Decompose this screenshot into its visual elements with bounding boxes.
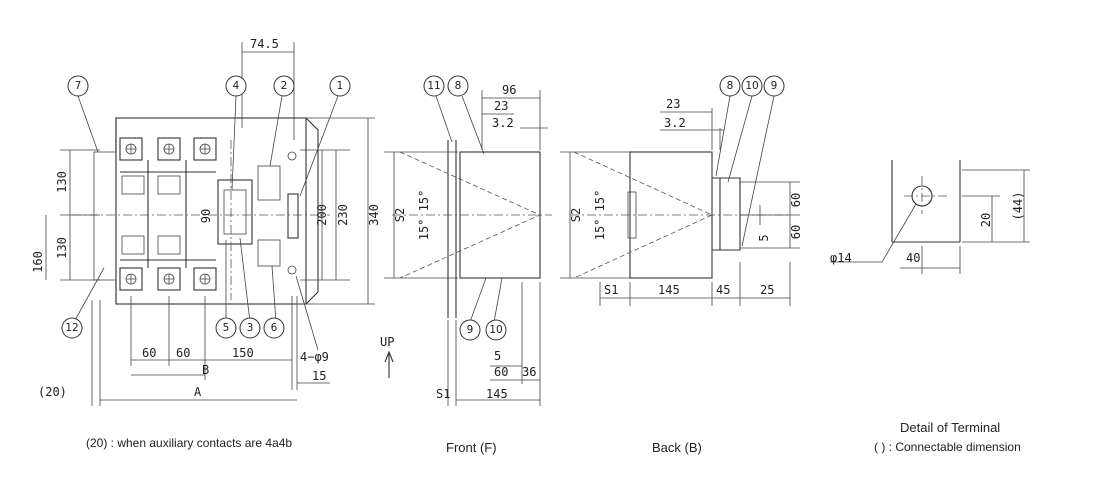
dim-60-b: 60 (176, 346, 190, 360)
dim-25: 25 (760, 283, 774, 297)
bottom-terminals (119, 267, 217, 291)
up-arrow-icon (384, 350, 394, 378)
dim-S1-back: S1 (604, 283, 618, 297)
balloon-2: 2 (281, 80, 288, 92)
caption-terminal-title: Detail of Terminal (900, 420, 1001, 435)
dim-left-lines (45, 149, 100, 281)
dim-74-5: 74.5 (250, 37, 279, 51)
dim-230: 230 (336, 204, 350, 226)
aux-contact-block (93, 151, 117, 281)
rating-plate-bottom (257, 239, 281, 267)
balloon-9-front: 9 (467, 324, 474, 336)
up-label: UP (380, 335, 394, 349)
balloon-8-front: 8 (455, 80, 462, 92)
dim-B: B (202, 363, 209, 377)
side-f-balloons: 11 8 9 10 (423, 75, 507, 341)
terminal-bottom-dims (830, 203, 961, 274)
dim-angle-back: 15° 15° (593, 190, 607, 241)
caption-front-f: Front (F) (446, 440, 497, 455)
front-balloons: 7 4 2 1 12 5 3 6 (61, 75, 351, 339)
dim-340: 340 (367, 204, 381, 226)
balloon-12: 12 (65, 322, 78, 334)
din-rail-slot (287, 193, 299, 239)
dim-23-front: 23 (494, 99, 508, 113)
dim-200: 200 (315, 204, 329, 226)
side-f-s2-line (384, 151, 458, 279)
dim-150: 150 (232, 346, 254, 360)
balloon-6: 6 (271, 322, 278, 334)
caption-terminal-note: ( ) : Connectable dimension (874, 440, 1021, 454)
leader-hole (295, 275, 319, 351)
terminal-centerline (904, 176, 950, 214)
coil-unit (217, 179, 253, 245)
top-terminals (119, 137, 217, 161)
dim-terminal-40: 40 (906, 251, 920, 265)
dim-60-a: 60 (142, 346, 156, 360)
dim-bottom-lines (91, 296, 330, 406)
dim-S1-front: S1 (436, 387, 450, 401)
pole-separators (120, 160, 216, 268)
dim-S2-back: S2 (569, 208, 583, 222)
caption-front-view: (20) : when auxiliary contacts are 4a4b (86, 436, 293, 450)
dim-3-2-front: 3.2 (492, 116, 514, 130)
dim-96: 96 (502, 83, 516, 97)
side-f-panel (447, 140, 457, 318)
dim-130-top: 130 (55, 171, 69, 193)
dim-hole-4-phi9: 4−φ9 (300, 350, 329, 364)
balloon-7: 7 (75, 80, 82, 92)
dim-60-back-bottom: 60 (789, 225, 803, 239)
balloon-4: 4 (233, 80, 240, 92)
balloon-3: 3 (247, 322, 254, 334)
dim-145-back: 145 (658, 283, 680, 297)
dim-angle-front: 15° 15° (417, 190, 431, 241)
dim-terminal-phi14: φ14 (830, 251, 852, 265)
dim-S2-front: S2 (393, 208, 407, 222)
dim-90: 90 (199, 209, 213, 223)
front-view: 74.5 130 130 160 90 200 230 340 60 60 15… (31, 37, 394, 406)
dim-5-back: 5 (757, 234, 771, 241)
side-f-bottom-dims (447, 282, 541, 406)
mount-hole-bottom (287, 265, 297, 275)
dim-60-back-top: 60 (789, 193, 803, 207)
dim-45: 45 (716, 283, 730, 297)
side-view-back: S2 15° 15° 23 3.2 60 60 5 S1 145 45 25 8… (560, 75, 803, 306)
dim-terminal-44: (44) (1011, 192, 1025, 221)
dim-23-back: 23 (666, 97, 680, 111)
dim-5-front: 5 (494, 349, 501, 363)
terminal-right-dims (962, 169, 1030, 243)
caption-back-b: Back (B) (652, 440, 702, 455)
side-b-s2-line (560, 151, 630, 279)
dim-A: A (194, 385, 202, 399)
mount-hole-top (287, 151, 297, 161)
balloon-9-back: 9 (771, 80, 778, 92)
dim-36: 36 (522, 365, 536, 379)
side-f-top-dims (481, 90, 548, 150)
side-b-balloons: 8 10 9 (715, 75, 785, 247)
side-b-terminal (712, 177, 741, 251)
dim-130-bottom: 130 (55, 237, 69, 259)
rating-plate-top (257, 165, 281, 201)
side-b-top-dims (660, 108, 724, 150)
side-b-right-dims (740, 181, 800, 249)
dim-15: 15 (312, 369, 326, 383)
dim-20-paren: (20) (38, 385, 67, 399)
dim-145-front: 145 (486, 387, 508, 401)
dim-3-2-back: 3.2 (664, 116, 686, 130)
terminal-outline (891, 160, 961, 243)
dim-60-front: 60 (494, 365, 508, 379)
balloon-10-front: 10 (489, 324, 502, 336)
balloon-11: 11 (427, 80, 440, 92)
side-b-angle-lines (573, 151, 713, 279)
dim-right-lines (298, 117, 375, 305)
dim-terminal-20: 20 (979, 213, 993, 227)
side-view-front: S2 15° 15° 96 23 3.2 5 60 36 S1 145 11 8… (384, 75, 552, 406)
balloon-8-back: 8 (727, 80, 734, 92)
dim-160: 160 (31, 251, 45, 273)
balloon-10-back: 10 (745, 80, 758, 92)
balloon-1: 1 (337, 80, 344, 92)
side-b-bottom-dims (599, 262, 791, 306)
balloon-5: 5 (223, 322, 230, 334)
terminal-detail: 20 (44) 40 φ14 (830, 160, 1030, 274)
